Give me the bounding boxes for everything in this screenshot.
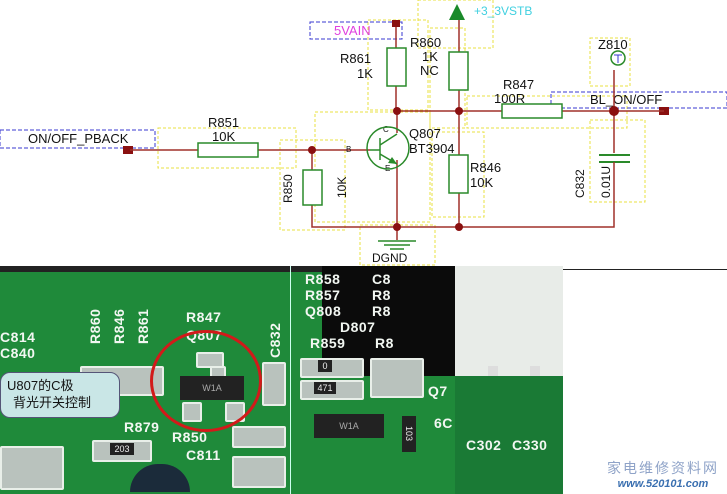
silk-6c: 6C bbox=[434, 415, 453, 431]
testpoint-z810-icon bbox=[610, 50, 626, 66]
highlight-circle bbox=[150, 330, 262, 432]
silk-c840: C840 bbox=[0, 345, 36, 361]
r851-value: 10K bbox=[212, 129, 235, 144]
resistor-bodies bbox=[197, 47, 563, 206]
net-label-output: BL_ON/OFF bbox=[590, 92, 662, 107]
callout-line-2: 背光开关控制 bbox=[13, 395, 92, 410]
r850-ref: R850 bbox=[281, 174, 295, 203]
silk-c302: C302 bbox=[466, 437, 502, 453]
junctions bbox=[308, 106, 619, 231]
transistor-q808-chip: W1A bbox=[314, 414, 384, 438]
r861-ref: R861 bbox=[340, 51, 371, 66]
ground-icon bbox=[378, 240, 416, 250]
silk-c811: C811 bbox=[186, 447, 221, 463]
silk-q808: Q808 bbox=[305, 303, 342, 319]
capacitor-top bbox=[130, 464, 190, 492]
q807-pin-c: C bbox=[383, 125, 389, 134]
silk-r857: R857 bbox=[305, 287, 341, 303]
net-box-input bbox=[0, 129, 156, 149]
q807-pin-b: B bbox=[346, 145, 351, 154]
silk-r879: R879 bbox=[124, 419, 160, 435]
silk-r847: R847 bbox=[186, 309, 222, 325]
net-label-5vain: 5VAIN bbox=[334, 23, 371, 38]
divider-line bbox=[563, 269, 727, 270]
r860-note: NC bbox=[420, 63, 439, 78]
silk-d807: D807 bbox=[340, 319, 376, 335]
silk-r860: R860 bbox=[87, 308, 103, 344]
r850-value: 10K bbox=[335, 177, 349, 198]
schematic: 5VAIN ON/OFF_PBACK BL_ON/OFF +3_3VSTB R8… bbox=[0, 0, 727, 266]
resistor-code-203: 203 bbox=[110, 443, 134, 455]
r847-ref: R847 bbox=[503, 77, 534, 92]
silk-r8b: R8 bbox=[372, 303, 391, 319]
silk-r850: R850 bbox=[172, 429, 208, 445]
r851-ref: R851 bbox=[208, 115, 239, 130]
net-box-5vain bbox=[309, 21, 403, 40]
port-5vain bbox=[392, 20, 400, 27]
c832-value: 0.01U bbox=[599, 166, 613, 198]
net-label-input: ON/OFF_PBACK bbox=[28, 131, 129, 146]
z810-ref: Z810 bbox=[598, 37, 628, 52]
resistor-code-471: 471 bbox=[314, 382, 336, 394]
r846-ref: R846 bbox=[470, 160, 501, 175]
silk-r858: R858 bbox=[305, 271, 341, 287]
silk-r8c: R8 bbox=[375, 335, 394, 351]
silk-r861: R861 bbox=[135, 308, 151, 344]
net-box-output bbox=[550, 91, 727, 109]
callout-annotation: U807的C极 背光开关控制 bbox=[0, 372, 120, 418]
silk-c814: C814 bbox=[0, 329, 36, 345]
silk-r846: R846 bbox=[111, 308, 127, 344]
silk-r8a: R8 bbox=[372, 287, 391, 303]
q807-ref: Q807 bbox=[409, 126, 441, 141]
net-label-dgnd: DGND bbox=[372, 251, 408, 265]
r860-ref: R860 bbox=[410, 35, 441, 50]
resistor-code-0: 0 bbox=[318, 360, 332, 372]
silk-c832: C832 bbox=[267, 322, 283, 358]
silk-r859: R859 bbox=[310, 335, 346, 351]
q807-value: BT3904 bbox=[409, 141, 455, 156]
resistor-code-103: 103 bbox=[402, 416, 416, 452]
capacitor-c832-icon bbox=[599, 154, 630, 170]
r861-value: 1K bbox=[357, 66, 373, 81]
silk-c8: C8 bbox=[372, 271, 391, 287]
r847-value: 100R bbox=[494, 91, 525, 106]
watermark-line-2: www.520101.com bbox=[617, 478, 709, 490]
watermark-line-1: 家电维修资料网 bbox=[607, 460, 719, 476]
silk-c330: C330 bbox=[512, 437, 548, 453]
component-labels: R861 1K R860 1K NC R847 100R R851 10K R8… bbox=[208, 35, 628, 203]
transistor-q807-icon bbox=[366, 126, 410, 170]
port-input bbox=[123, 146, 133, 154]
vstb-arrow-icon bbox=[449, 4, 465, 20]
r846-value: 10K bbox=[470, 175, 493, 190]
callout-line-1: U807的C极 bbox=[7, 378, 74, 393]
watermark: 家电维修资料网 www.520101.com bbox=[607, 458, 719, 490]
silk-q7: Q7 bbox=[428, 383, 448, 399]
c832-ref: C832 bbox=[573, 169, 587, 198]
r860-value: 1K bbox=[422, 49, 438, 64]
net-label-vstb: +3_3VSTB bbox=[474, 4, 532, 18]
